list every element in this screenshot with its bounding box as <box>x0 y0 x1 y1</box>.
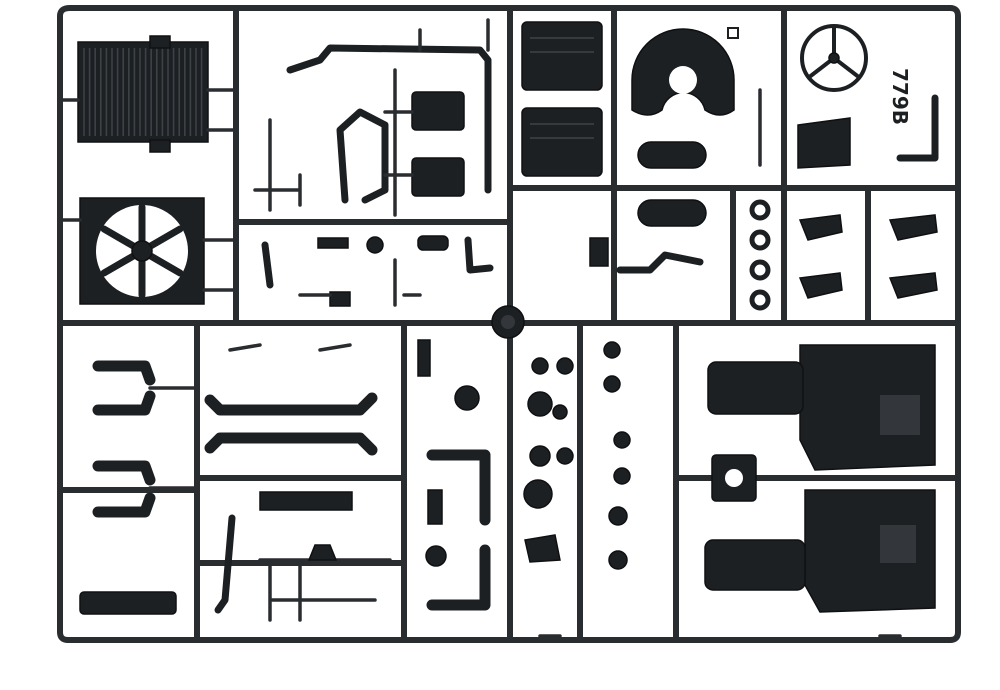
seat-part <box>336 68 465 217</box>
fifth-wheel-icon <box>631 27 739 116</box>
cross-pipe-part <box>204 343 378 511</box>
hub-ring-icon <box>749 199 771 311</box>
bracket-part <box>798 214 938 299</box>
engine-block-icon <box>707 344 936 502</box>
fan-shroud-icon <box>58 197 238 305</box>
cab-panel-part <box>521 21 603 177</box>
sprue-code-text: 779B <box>888 68 912 125</box>
runner-frame <box>57 5 961 643</box>
sprue-code-label: 779B <box>888 68 912 125</box>
pulley-part <box>523 357 574 563</box>
small-parts-cluster <box>253 118 494 307</box>
fuel-tank-strap-part <box>79 591 177 615</box>
intake-pipe-part <box>417 339 491 611</box>
steering-wheel-icon <box>758 24 939 169</box>
exhaust-pipe-icon <box>286 18 492 194</box>
exhaust-bend-part <box>92 360 199 518</box>
valve-part <box>603 341 631 570</box>
transmission-part <box>704 489 936 613</box>
sprue-gate <box>491 305 525 339</box>
radiator-icon <box>58 35 238 153</box>
frame-crossmember-part <box>214 514 392 622</box>
tank-icon <box>589 141 707 274</box>
